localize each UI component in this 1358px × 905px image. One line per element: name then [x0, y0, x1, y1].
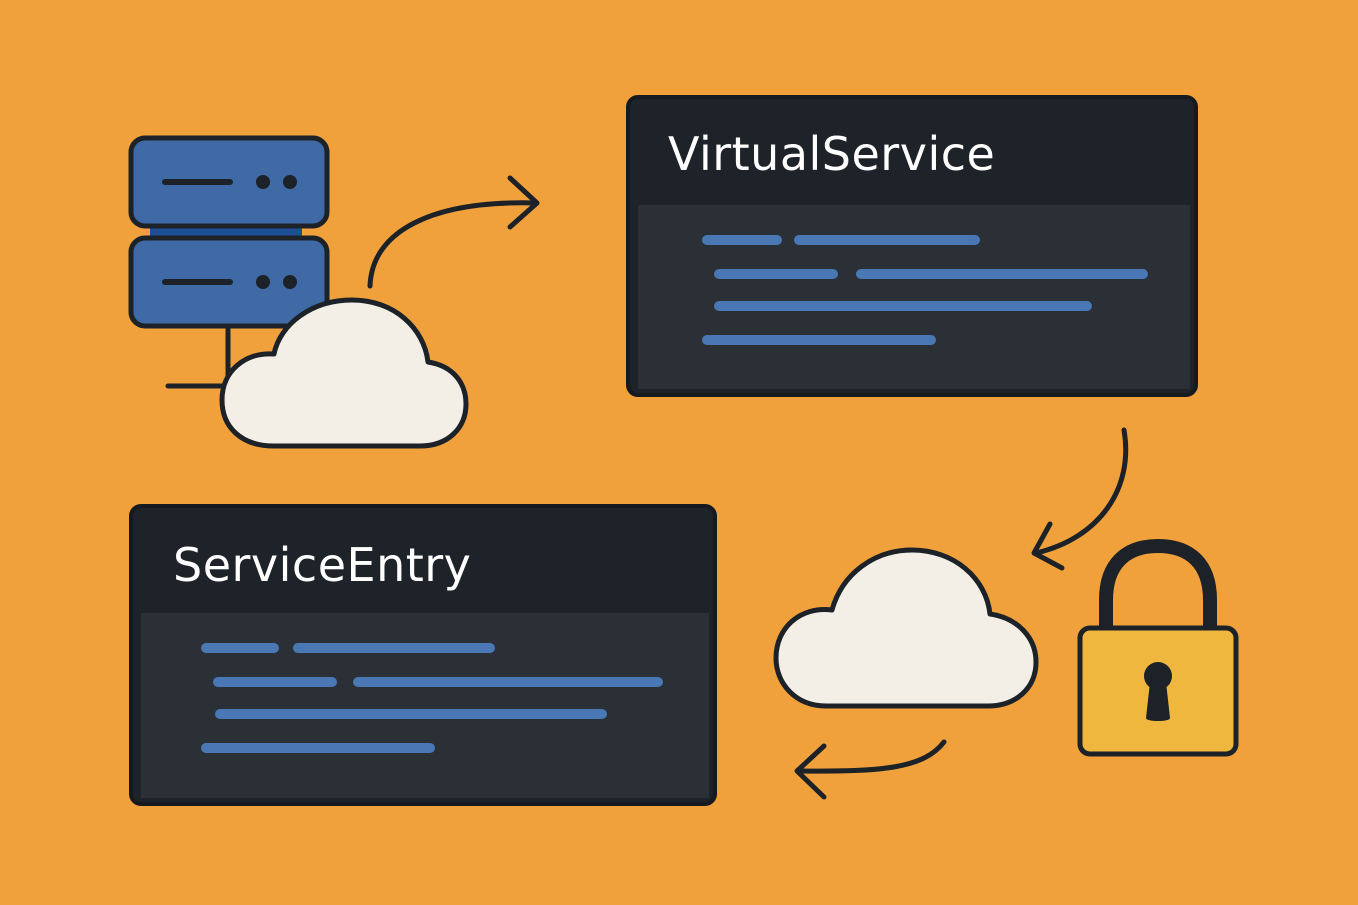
code-line	[293, 643, 495, 653]
code-line	[201, 643, 279, 653]
serviceentry-card: ServiceEntry	[129, 504, 717, 806]
serviceentry-title: ServiceEntry	[173, 538, 472, 592]
padlock-icon	[1077, 538, 1239, 757]
code-line	[856, 269, 1148, 279]
virtualservice-code-block	[638, 205, 1190, 389]
code-line	[353, 677, 663, 687]
code-line	[794, 235, 980, 245]
server-rack-icon	[128, 135, 330, 391]
code-line	[714, 269, 838, 279]
cloud-icon	[219, 297, 469, 449]
curved-arrow-down-icon	[1031, 427, 1129, 571]
code-line	[702, 235, 782, 245]
code-line	[702, 335, 936, 345]
virtualservice-title: VirtualService	[668, 127, 996, 181]
curved-arrow-right-icon	[367, 175, 540, 289]
code-line	[201, 743, 435, 753]
virtualservice-card: VirtualService	[626, 95, 1198, 397]
serviceentry-code-block	[141, 613, 709, 798]
cloud-icon	[773, 547, 1039, 709]
curved-arrow-left-icon	[794, 739, 947, 800]
code-line	[714, 301, 1092, 311]
code-line	[213, 677, 337, 687]
code-line	[215, 709, 607, 719]
